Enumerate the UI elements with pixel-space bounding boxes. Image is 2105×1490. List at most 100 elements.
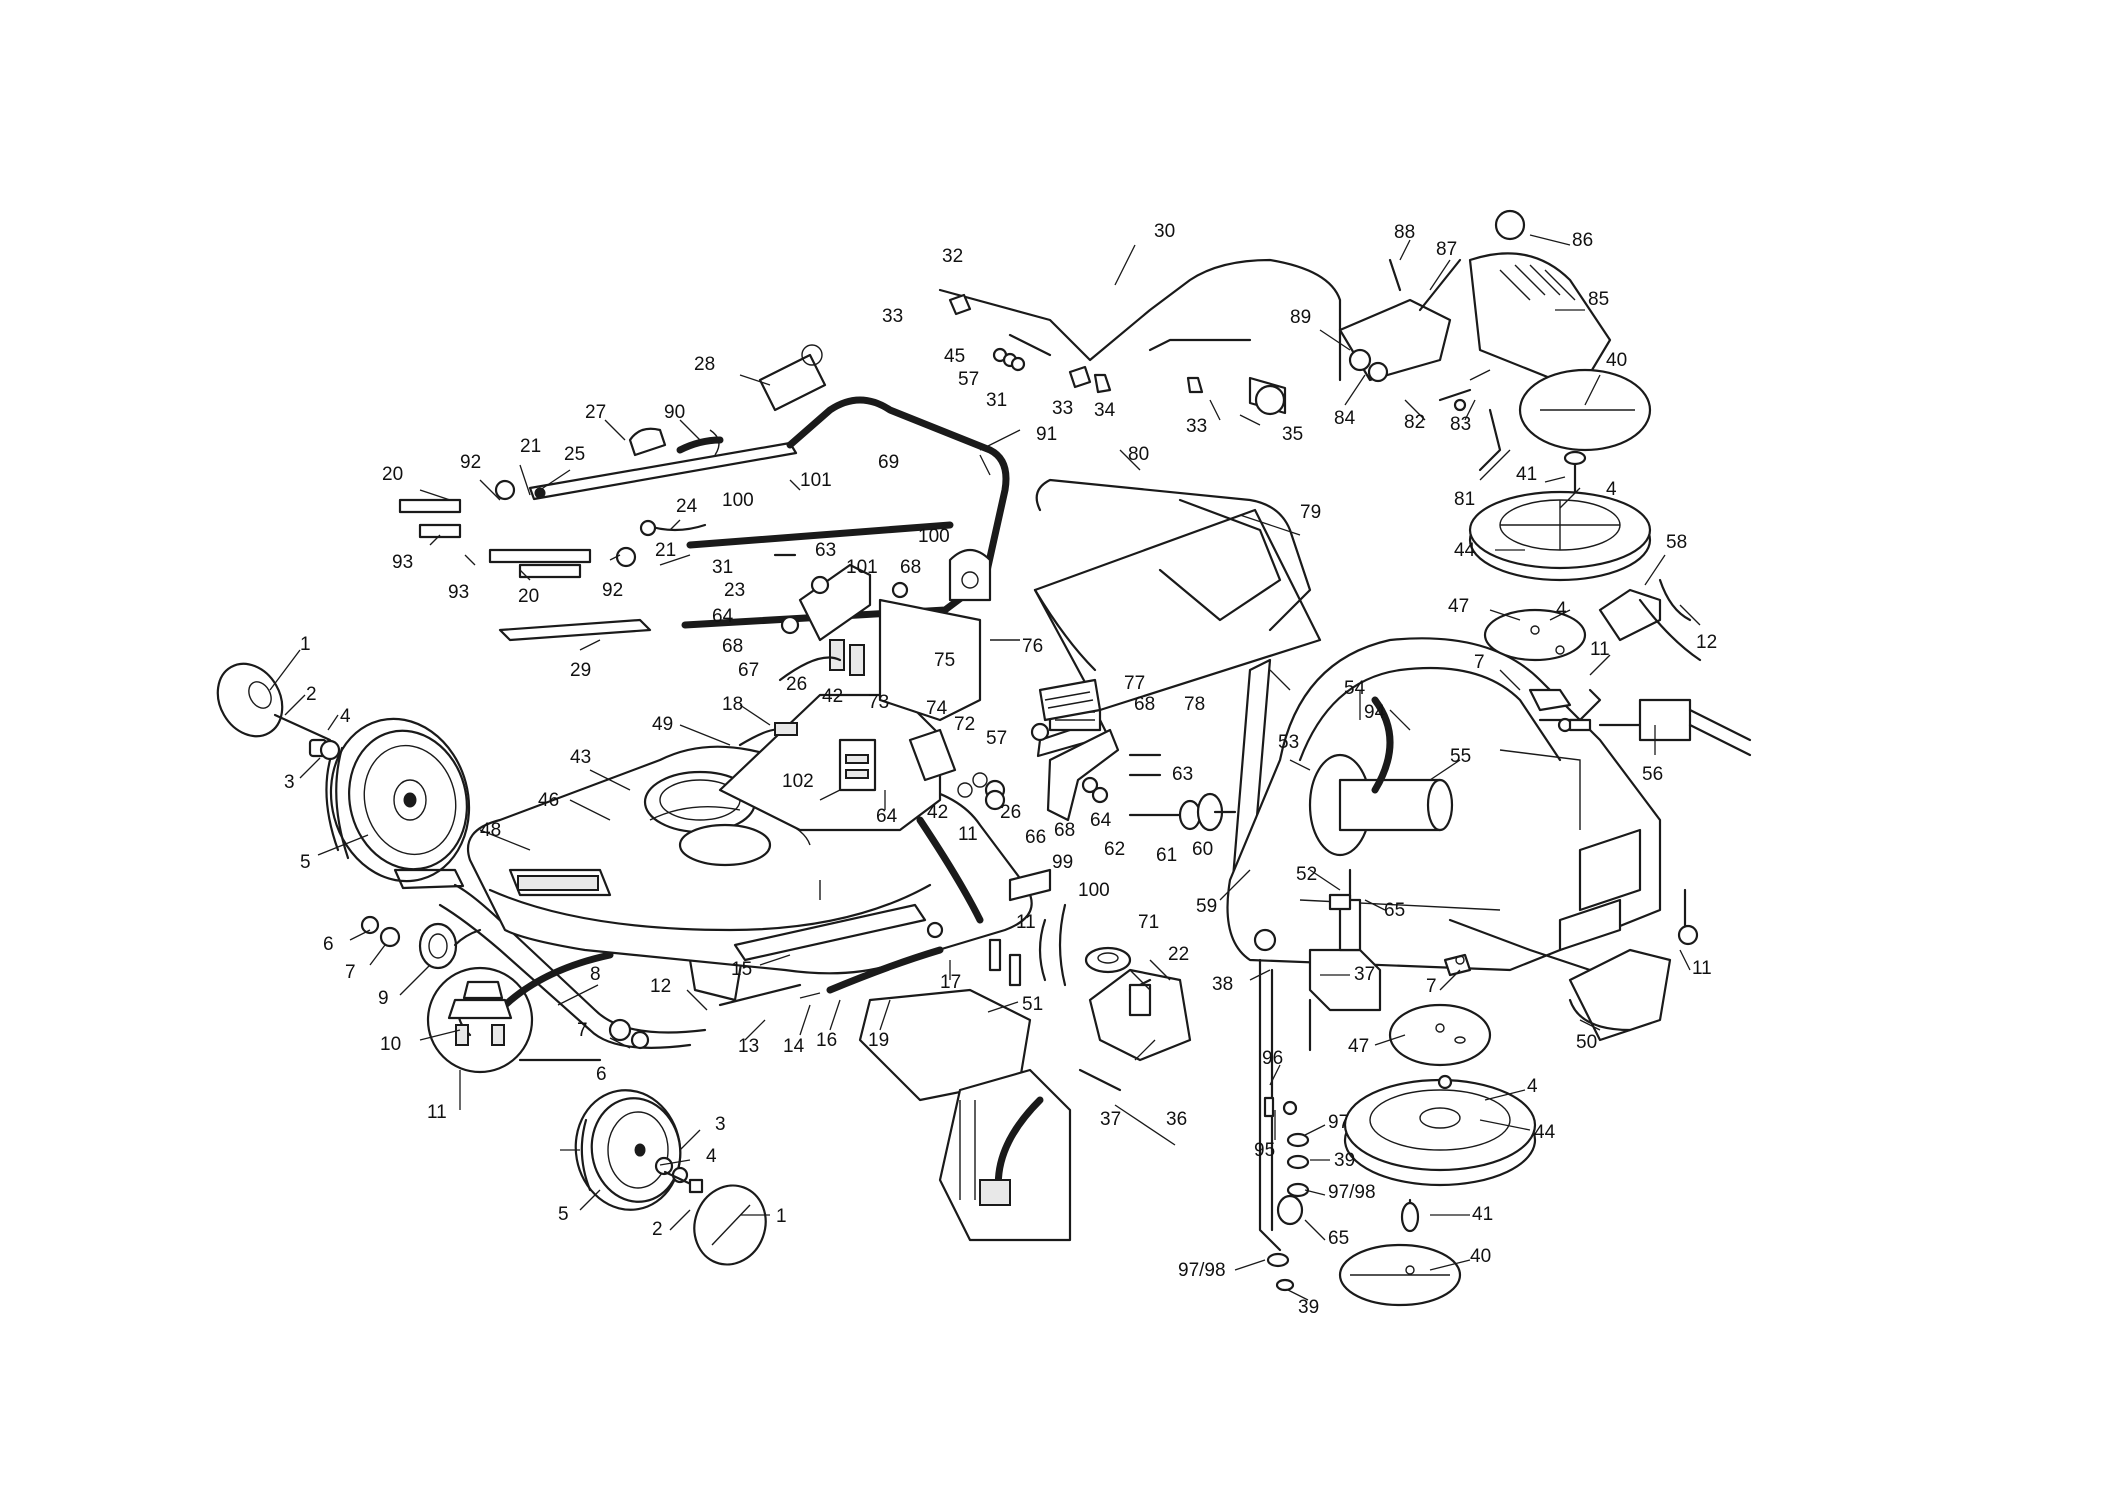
wheel-icon <box>325 717 471 883</box>
callout-40b: 40 <box>1470 1246 1491 1267</box>
callout-57b: 57 <box>958 369 979 390</box>
leader-lines <box>269 234 1701 1301</box>
callout-94: 94 <box>1364 702 1386 723</box>
callout-41b: 41 <box>1472 1204 1493 1225</box>
callout-9798a: 97/98 <box>1328 1182 1376 1203</box>
callout-24: 24 <box>676 496 698 517</box>
wheel-icon <box>574 1089 682 1211</box>
callout-1b: 1 <box>776 1206 787 1227</box>
wheel-icon <box>1468 490 1652 582</box>
callout-60: 60 <box>1192 839 1213 860</box>
callout-64c: 64 <box>1090 810 1112 831</box>
callout-99: 99 <box>1052 852 1073 873</box>
callout-96: 96 <box>1262 1048 1283 1069</box>
callout-47b: 47 <box>1348 1036 1369 1057</box>
callout-63b: 63 <box>1172 764 1193 785</box>
callout-11: 11 <box>427 1102 447 1123</box>
callout-3: 3 <box>284 772 295 793</box>
callout-22: 22 <box>1168 944 1189 965</box>
callout-62: 62 <box>1104 839 1125 860</box>
callout-87: 87 <box>1436 239 1457 260</box>
callout-4d: 4 <box>1556 599 1567 620</box>
callout-67: 67 <box>738 660 759 681</box>
callout-71: 71 <box>1138 912 1159 933</box>
gearbox-icon <box>1308 868 1382 1052</box>
callout-7c: 7 <box>1474 652 1485 673</box>
handle-icon <box>528 396 1010 629</box>
callout-95: 95 <box>1254 1140 1275 1161</box>
callout-64b: 64 <box>712 606 734 627</box>
callout-37b: 37 <box>1354 964 1375 985</box>
callout-59: 59 <box>1196 896 1217 917</box>
callout-7d: 7 <box>1426 976 1437 997</box>
hubcap-icon <box>693 1184 767 1266</box>
callout-101b: 101 <box>846 557 878 578</box>
callout-45: 45 <box>944 346 965 367</box>
callout-93a: 93 <box>392 552 413 573</box>
callout-41a: 41 <box>1516 464 1537 485</box>
callout-101a: 101 <box>800 470 832 491</box>
callout-56: 56 <box>1642 764 1663 785</box>
callout-29: 29 <box>570 660 591 681</box>
callout-21b: 21 <box>655 540 676 561</box>
callout-4: 4 <box>340 706 351 727</box>
callout-91: 91 <box>1036 424 1057 445</box>
parts-drawing <box>216 209 1752 1307</box>
callout-7: 7 <box>345 962 356 983</box>
callout-11c: 11 <box>1016 912 1036 933</box>
callout-100b: 100 <box>918 526 950 547</box>
callout-68b: 68 <box>722 636 743 657</box>
callout-77: 77 <box>1124 673 1145 694</box>
callout-78: 78 <box>1184 694 1205 715</box>
callout-16: 16 <box>816 1030 837 1051</box>
callout-63a: 63 <box>815 540 836 561</box>
callout-73: 73 <box>868 692 889 713</box>
callout-1: 1 <box>300 634 311 655</box>
callout-7b: 7 <box>577 1020 588 1041</box>
callout-2: 2 <box>306 684 317 705</box>
callout-85: 85 <box>1588 289 1609 310</box>
callout-90: 90 <box>664 402 685 423</box>
callout-81: 81 <box>1454 489 1475 510</box>
callout-100a: 100 <box>722 490 754 511</box>
callout-labels: 1 2 4 3 5 6 7 9 10 11 8 12 7 6 3 4 5 2 1… <box>284 221 1717 1318</box>
callout-8: 8 <box>590 964 601 985</box>
callout-13: 13 <box>738 1036 759 1057</box>
callout-44a: 44 <box>1454 540 1476 561</box>
callout-4c: 4 <box>1606 479 1617 500</box>
callout-17: 17 <box>940 972 961 993</box>
callout-20a: 20 <box>382 464 403 485</box>
callout-11d: 11 <box>1590 639 1610 660</box>
callout-42b: 42 <box>927 802 948 823</box>
callout-50: 50 <box>1576 1032 1597 1053</box>
callout-69: 69 <box>878 452 899 473</box>
callout-44b: 44 <box>1534 1122 1556 1143</box>
callout-9: 9 <box>378 988 389 1009</box>
callout-100c: 100 <box>1078 880 1110 901</box>
callout-86: 86 <box>1572 230 1593 251</box>
callout-68a: 68 <box>900 557 921 578</box>
callout-28: 28 <box>694 354 715 375</box>
callout-43: 43 <box>570 747 591 768</box>
callout-74: 74 <box>926 698 948 719</box>
callout-47a: 47 <box>1448 596 1469 617</box>
callout-34: 34 <box>1094 400 1116 421</box>
callout-80: 80 <box>1128 444 1149 465</box>
callout-66: 66 <box>1025 827 1046 848</box>
callout-88: 88 <box>1394 222 1415 243</box>
callout-6b: 6 <box>596 1064 607 1085</box>
callout-11e: 11 <box>1692 958 1712 979</box>
callout-10: 10 <box>380 1034 401 1055</box>
callout-26b: 26 <box>1000 802 1021 823</box>
callout-21a: 21 <box>520 436 541 457</box>
callout-51: 51 <box>1022 994 1043 1015</box>
callout-33c: 33 <box>1186 416 1207 437</box>
callout-2b: 2 <box>652 1219 663 1240</box>
callout-4b: 4 <box>706 1146 717 1167</box>
callout-12: 12 <box>650 976 671 997</box>
callout-61: 61 <box>1156 845 1177 866</box>
callout-54: 54 <box>1344 678 1366 699</box>
callout-102: 102 <box>782 771 814 792</box>
callout-33b: 33 <box>1052 398 1073 419</box>
callout-83: 83 <box>1450 414 1471 435</box>
